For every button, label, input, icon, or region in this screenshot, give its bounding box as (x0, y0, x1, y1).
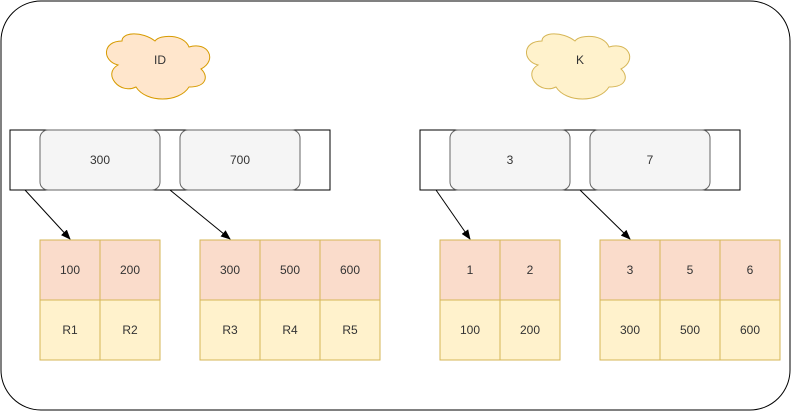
leaf-key-cell (659, 239, 721, 301)
leaf-key-cell (719, 239, 781, 301)
leaf-value-label: R4 (282, 323, 298, 337)
leaf-key-label: 100 (60, 263, 80, 277)
leaf-value-cell (599, 299, 661, 361)
leaf-value-label: 200 (520, 323, 540, 337)
pointer-arrow (579, 189, 631, 240)
leaf-value-cell (659, 299, 721, 361)
leaf-key-label: 200 (120, 263, 140, 277)
leaf-value-cell (39, 299, 101, 361)
root-key-cell (589, 129, 711, 191)
leaf-key-cell (319, 239, 381, 301)
root-key-cell (179, 129, 301, 191)
root-key-cell (449, 129, 571, 191)
root-key-label: 700 (230, 153, 250, 167)
leaf-node: 300 500 600 R3 R4 R5 (199, 239, 381, 361)
leaf-key-label: 600 (340, 263, 360, 277)
leaf-key-cell (499, 239, 561, 301)
leaf-key-cell (599, 239, 661, 301)
leaf-node: 100 200 R1 R2 (39, 239, 161, 361)
tree-name-label: K (576, 53, 584, 67)
leaf-value-label: 500 (680, 323, 700, 337)
cloud-k (526, 33, 631, 100)
tree-k: K 3 7 1 2 100 200 3 5 6 (419, 33, 781, 361)
root-key-label: 300 (90, 153, 110, 167)
leaf-value-label: 100 (460, 323, 480, 337)
leaf-key-cell (39, 239, 101, 301)
leaf-key-label: 300 (220, 263, 240, 277)
leaf-value-label: R5 (342, 323, 358, 337)
leaf-value-label: R1 (62, 323, 78, 337)
leaf-value-label: 300 (620, 323, 640, 337)
leaf-key-cell (99, 239, 161, 301)
tree-name-label: ID (154, 53, 166, 67)
root-key-label: 7 (647, 153, 654, 167)
root-key-cell (39, 129, 161, 191)
root-key-label: 3 (507, 153, 514, 167)
leaf-value-cell (499, 299, 561, 361)
pointer-arrow (169, 189, 231, 240)
leaf-key-cell (259, 239, 321, 301)
leaf-value-cell (319, 299, 381, 361)
pointer-arrow (435, 189, 471, 240)
leaf-key-label: 6 (747, 263, 754, 277)
leaf-key-label: 5 (687, 263, 694, 277)
leaf-key-label: 3 (627, 263, 634, 277)
leaf-value-cell (259, 299, 321, 361)
pointer-arrow (24, 189, 71, 240)
leaf-value-cell (439, 299, 501, 361)
leaf-node: 3 5 6 300 500 600 (599, 239, 781, 361)
leaf-value-label: R3 (222, 323, 238, 337)
leaf-value-label: R2 (122, 323, 138, 337)
leaf-key-label: 2 (527, 263, 534, 277)
leaf-key-label: 1 (467, 263, 474, 277)
leaf-node: 1 2 100 200 (439, 239, 561, 361)
tree-id: ID 300 700 100 200 R1 R2 300 500 (9, 33, 381, 361)
leaf-key-label: 500 (280, 263, 300, 277)
leaf-value-cell (199, 299, 261, 361)
leaf-value-cell (99, 299, 161, 361)
cloud-id (106, 33, 211, 100)
leaf-value-cell (719, 299, 781, 361)
leaf-value-label: 600 (740, 323, 760, 337)
